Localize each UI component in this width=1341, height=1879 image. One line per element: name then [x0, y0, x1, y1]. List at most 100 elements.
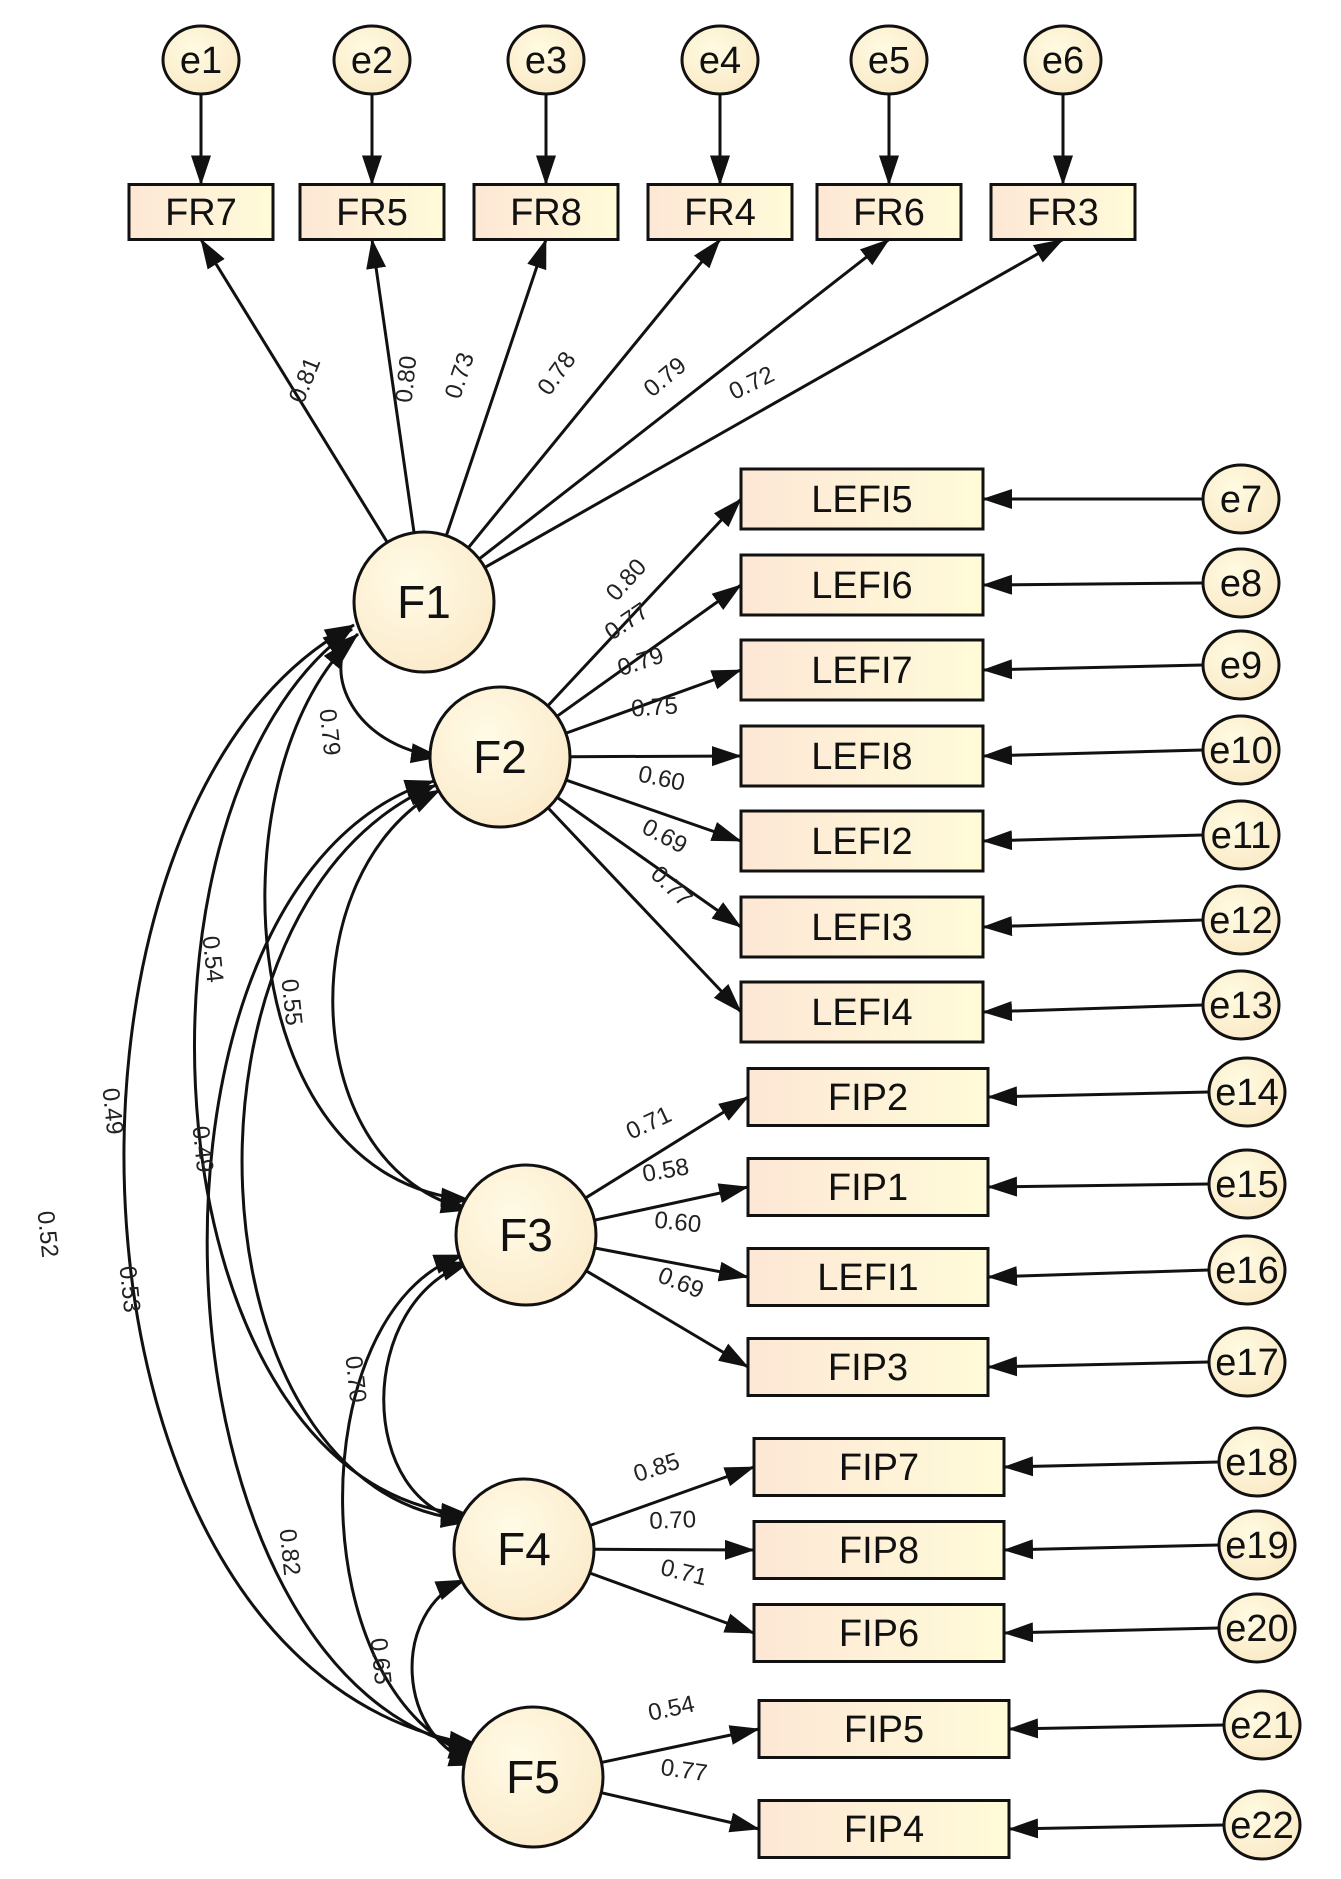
correlation-label-f1-f3: 0.54 — [197, 935, 229, 984]
loading-label-lefi7: 0.79 — [614, 642, 667, 682]
loading-label-fr7: 0.81 — [284, 353, 327, 406]
error-ellipse-e7 — [1201, 463, 1281, 535]
correlation-label-f2-f4: 0.49 — [187, 1125, 219, 1174]
error-ellipse-e13 — [1201, 969, 1281, 1041]
error-ellipse-e19 — [1217, 1509, 1297, 1581]
latent-label-f1: F1 — [397, 576, 451, 628]
error-ellipse-e8 — [1201, 547, 1281, 619]
correlation-f1-f3 — [263, 632, 471, 1208]
error-arrow-e20 — [1003, 1622, 1220, 1643]
correlation-label-f4-f5: 0.65 — [365, 1637, 397, 1686]
loading-arrow-fip6 — [589, 1571, 755, 1635]
error-label-e11: e11 — [1211, 815, 1272, 857]
observed-label-fip2: FIP2 — [828, 1077, 908, 1119]
error-ellipse-e12 — [1201, 884, 1281, 956]
loading-label-fip6: 0.71 — [658, 1554, 710, 1592]
observed-box-fip6 — [752, 1603, 1006, 1663]
correlation-f1-f5 — [122, 623, 479, 1751]
observed-box-lefi8 — [739, 724, 985, 788]
error-ellipse-e5 — [849, 24, 929, 96]
latent-circle-f4 — [452, 1477, 596, 1621]
observed-label-fip5: FIP5 — [844, 1709, 924, 1751]
observed-box-fr5 — [298, 183, 446, 241]
observed-box-fr7 — [127, 183, 275, 241]
observed-box-lefi3 — [739, 895, 985, 959]
observed-label-lefi8: LEFI8 — [811, 736, 912, 778]
error-ellipse-e4 — [680, 24, 760, 96]
observed-box-fip4 — [757, 1799, 1011, 1859]
error-arrow-e12 — [982, 916, 1204, 937]
error-ellipse-e20 — [1217, 1592, 1297, 1664]
correlation-label-f3-f4: 0.70 — [340, 1355, 372, 1404]
observed-label-fip8: FIP8 — [839, 1530, 919, 1572]
latent-circle-f1 — [352, 530, 496, 674]
loading-arrow-fip4 — [600, 1791, 760, 1833]
error-arrow-e11 — [982, 830, 1204, 851]
observed-box-lefi4 — [739, 980, 985, 1044]
error-label-e10: e10 — [1209, 730, 1272, 772]
observed-box-lefi2 — [739, 809, 985, 873]
loading-label-fip8: 0.70 — [649, 1506, 697, 1535]
error-label-e9: e9 — [1220, 645, 1262, 687]
correlation-f2-f5 — [205, 779, 481, 1755]
loading-arrow-fr6 — [478, 238, 890, 561]
observed-box-lefi1 — [746, 1247, 990, 1307]
loading-arrow-fr4 — [467, 238, 722, 549]
error-label-e3: e3 — [525, 40, 567, 82]
error-ellipse-e6 — [1023, 24, 1103, 96]
error-arrow-e17 — [987, 1356, 1210, 1377]
error-ellipse-e17 — [1207, 1326, 1287, 1398]
loading-arrow-lefi7 — [565, 668, 742, 735]
error-label-e16: e16 — [1215, 1250, 1278, 1292]
latent-circle-f5 — [461, 1705, 605, 1849]
error-ellipse-e21 — [1222, 1689, 1302, 1761]
observed-label-fr6: FR6 — [853, 192, 925, 234]
observed-box-fr3 — [989, 183, 1137, 241]
loading-arrow-lefi3 — [556, 796, 742, 929]
error-ellipse-e10 — [1201, 714, 1281, 786]
loading-label-fr8: 0.73 — [440, 349, 480, 402]
error-label-e13: e13 — [1209, 985, 1272, 1027]
observed-label-fr4: FR4 — [684, 192, 756, 234]
loading-label-fip4: 0.77 — [659, 1754, 709, 1787]
error-arrow-e14 — [987, 1086, 1210, 1107]
observed-label-fip7: FIP7 — [839, 1447, 919, 1489]
loading-arrow-fip5 — [601, 1725, 760, 1764]
observed-label-fr5: FR5 — [336, 192, 408, 234]
loading-label-fip7: 0.85 — [630, 1448, 683, 1488]
observed-label-fr8: FR8 — [510, 192, 582, 234]
latent-label-f5: F5 — [506, 1751, 560, 1803]
error-label-e12: e12 — [1209, 900, 1272, 942]
loading-label-fr4: 0.78 — [532, 347, 581, 401]
correlation-label-f2-f3: 0.55 — [276, 978, 308, 1027]
error-ellipse-e2 — [332, 24, 412, 96]
loading-arrow-fr8 — [444, 238, 548, 537]
error-label-e18: e18 — [1225, 1442, 1288, 1484]
correlation-label-f1-f5: 0.52 — [32, 1210, 64, 1259]
error-label-e6: e6 — [1042, 40, 1084, 82]
error-label-e5: e5 — [868, 40, 910, 82]
error-ellipse-e14 — [1207, 1056, 1287, 1128]
loading-label-fr5: 0.80 — [391, 355, 423, 404]
observed-box-lefi5 — [739, 467, 985, 531]
loading-arrow-fip2 — [584, 1095, 749, 1200]
error-arrow-e18 — [1003, 1456, 1220, 1477]
error-arrow-e16 — [987, 1266, 1210, 1287]
loading-label-fip2: 0.71 — [622, 1101, 676, 1145]
loading-arrow-lefi6 — [556, 583, 742, 718]
loading-label-lefi1: 0.60 — [653, 1207, 702, 1239]
error-ellipse-e18 — [1217, 1426, 1297, 1498]
observed-label-lefi5: LEFI5 — [811, 479, 912, 521]
loading-label-lefi4: 0.77 — [645, 861, 697, 913]
observed-label-lefi2: LEFI2 — [811, 821, 912, 863]
error-arrow-e13 — [982, 1001, 1204, 1022]
loading-arrow-lefi8 — [569, 746, 742, 767]
observed-box-fip7 — [752, 1437, 1006, 1497]
latent-label-f3: F3 — [499, 1209, 553, 1261]
observed-label-fip6: FIP6 — [839, 1613, 919, 1655]
observed-box-lefi6 — [739, 553, 985, 617]
loading-arrow-fip7 — [589, 1465, 755, 1527]
loading-arrow-lefi2 — [565, 778, 742, 843]
error-label-e17: e17 — [1215, 1342, 1278, 1384]
observed-box-fr6 — [815, 183, 963, 241]
